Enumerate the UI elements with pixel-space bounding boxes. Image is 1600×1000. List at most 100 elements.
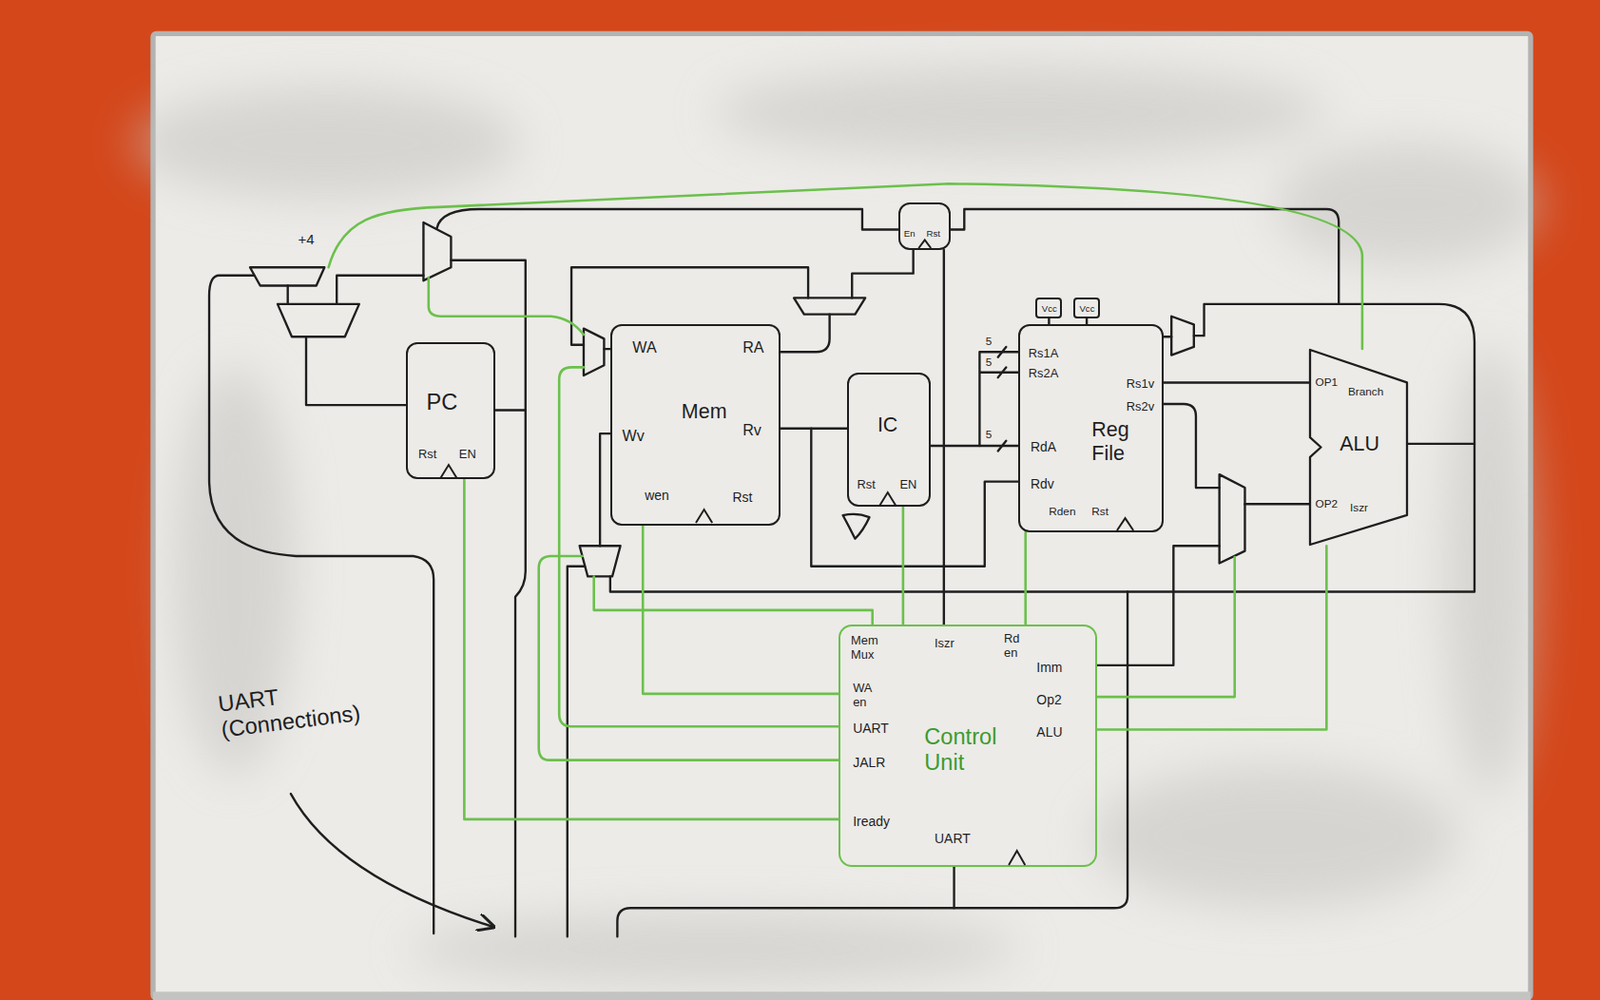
wire: [571, 267, 809, 346]
smudge: [713, 66, 1327, 159]
wire: [952, 867, 955, 908]
register-file: Rs1ARs2ARs1vRs2vReg FileRdARdvRdenRst: [1018, 324, 1163, 533]
pin-label: Imm: [1036, 659, 1062, 675]
pin-label: UART: [934, 830, 971, 847]
green-wires: [328, 183, 1363, 760]
board-group: [133, 33, 1542, 1000]
block-title: PC: [426, 389, 459, 416]
pin-label: Rv: [742, 421, 762, 440]
pin-label: ALU: [1036, 724, 1062, 740]
block-title: Mem: [681, 400, 728, 425]
pin-label: Iszr: [1349, 501, 1369, 516]
pin-label: Rs2v: [1126, 400, 1155, 415]
adder-symbol: [250, 267, 325, 286]
control-wire: [539, 556, 840, 761]
wire: [851, 250, 913, 298]
pin-label: WA: [632, 338, 656, 357]
alu-block: OP1BranchALUOP2Iszr: [1309, 348, 1408, 546]
clock-symbol: [1008, 850, 1025, 866]
clock-symbol: [918, 239, 931, 249]
pin-label: Rst: [925, 228, 940, 239]
pin-label: OP1: [1315, 376, 1339, 390]
pin-label: JALR: [852, 754, 886, 771]
pin-label: Rs2A: [1028, 366, 1059, 382]
signal-wire: [943, 250, 945, 625]
pin-label: EN: [900, 478, 918, 493]
vcc-box: Vcc: [1073, 297, 1100, 318]
pin-label: Rdv: [1030, 476, 1055, 492]
signal-wire: [930, 444, 1019, 447]
pin-label: En: [904, 228, 916, 239]
clock-symbol: [1117, 518, 1134, 531]
pin-label: Mem Mux: [850, 634, 882, 663]
constant-label: +4: [297, 231, 314, 248]
smudges: [133, 66, 1542, 985]
mux-symbol: [423, 222, 451, 281]
pin-label: Branch: [1348, 385, 1384, 400]
wire: [950, 209, 1339, 305]
mux-symbol: [583, 328, 604, 376]
pin-label: RA: [742, 338, 764, 357]
wire: [515, 409, 526, 937]
signal-wire: [1023, 532, 1027, 625]
instruction-register: IC Rst EN: [847, 372, 931, 508]
note-label: UART (Connections): [216, 673, 375, 743]
block-title: ALU: [1339, 432, 1380, 457]
control-wire: [428, 277, 584, 335]
block-title: Control Unit: [924, 724, 1017, 776]
smudge: [1275, 142, 1542, 266]
pin-label: Rst: [1091, 505, 1109, 520]
signal-wire: [642, 525, 839, 694]
wire: [616, 592, 1128, 938]
register-block: En Rst: [898, 202, 952, 251]
block-title: IC: [877, 413, 898, 438]
wire: [1163, 335, 1173, 338]
mux-symbol: [793, 297, 866, 314]
bus-width: 5: [985, 335, 993, 349]
control-wire: [328, 183, 1363, 349]
pin-label: Rst: [732, 489, 752, 505]
clock-symbol: [695, 509, 713, 523]
mux-symbol: [579, 545, 621, 577]
pin-label: EN: [459, 447, 477, 463]
signal-wire: [780, 427, 848, 430]
clock-symbol: [879, 492, 896, 506]
pin-label: Rs1A: [1028, 346, 1059, 362]
wire: [610, 304, 1475, 593]
pin-label: RdA: [1030, 439, 1057, 455]
pin-label: Rst: [856, 478, 875, 493]
pc-register: PCRstEN: [405, 342, 495, 481]
wire: [979, 351, 1019, 446]
mux-symbol: [1171, 316, 1195, 356]
smudge: [1444, 346, 1537, 796]
mux-symbol: [1219, 474, 1246, 563]
bus-width: 5: [985, 356, 993, 370]
pin-label: Iready: [852, 813, 890, 829]
memory-block: WA RA MemWv Rv wen Rst: [610, 324, 781, 525]
signal-wire: [463, 479, 839, 819]
wire: [1097, 545, 1220, 666]
smudge: [407, 913, 1021, 985]
smudge: [1091, 765, 1459, 908]
pin-label: Vcc: [1041, 303, 1058, 314]
wire: [1407, 443, 1475, 445]
pin-label: Rs1v: [1126, 377, 1155, 392]
wire: [450, 260, 525, 411]
wire: [1163, 404, 1220, 488]
pin-label: Wv: [622, 426, 645, 445]
wire: [780, 314, 830, 353]
pin-label: WA en: [852, 681, 878, 711]
signal-wire: [902, 506, 906, 624]
wire: [287, 286, 290, 305]
signal-wire: [1163, 381, 1311, 384]
pin-label: wen: [644, 487, 670, 503]
alu-outline: [1310, 349, 1408, 545]
pin-label: UART: [852, 720, 889, 736]
block-outline: [900, 204, 950, 249]
gate-symbol: [843, 514, 870, 540]
black-wires: [209, 209, 1475, 937]
pin-label: Rden: [1048, 505, 1076, 520]
